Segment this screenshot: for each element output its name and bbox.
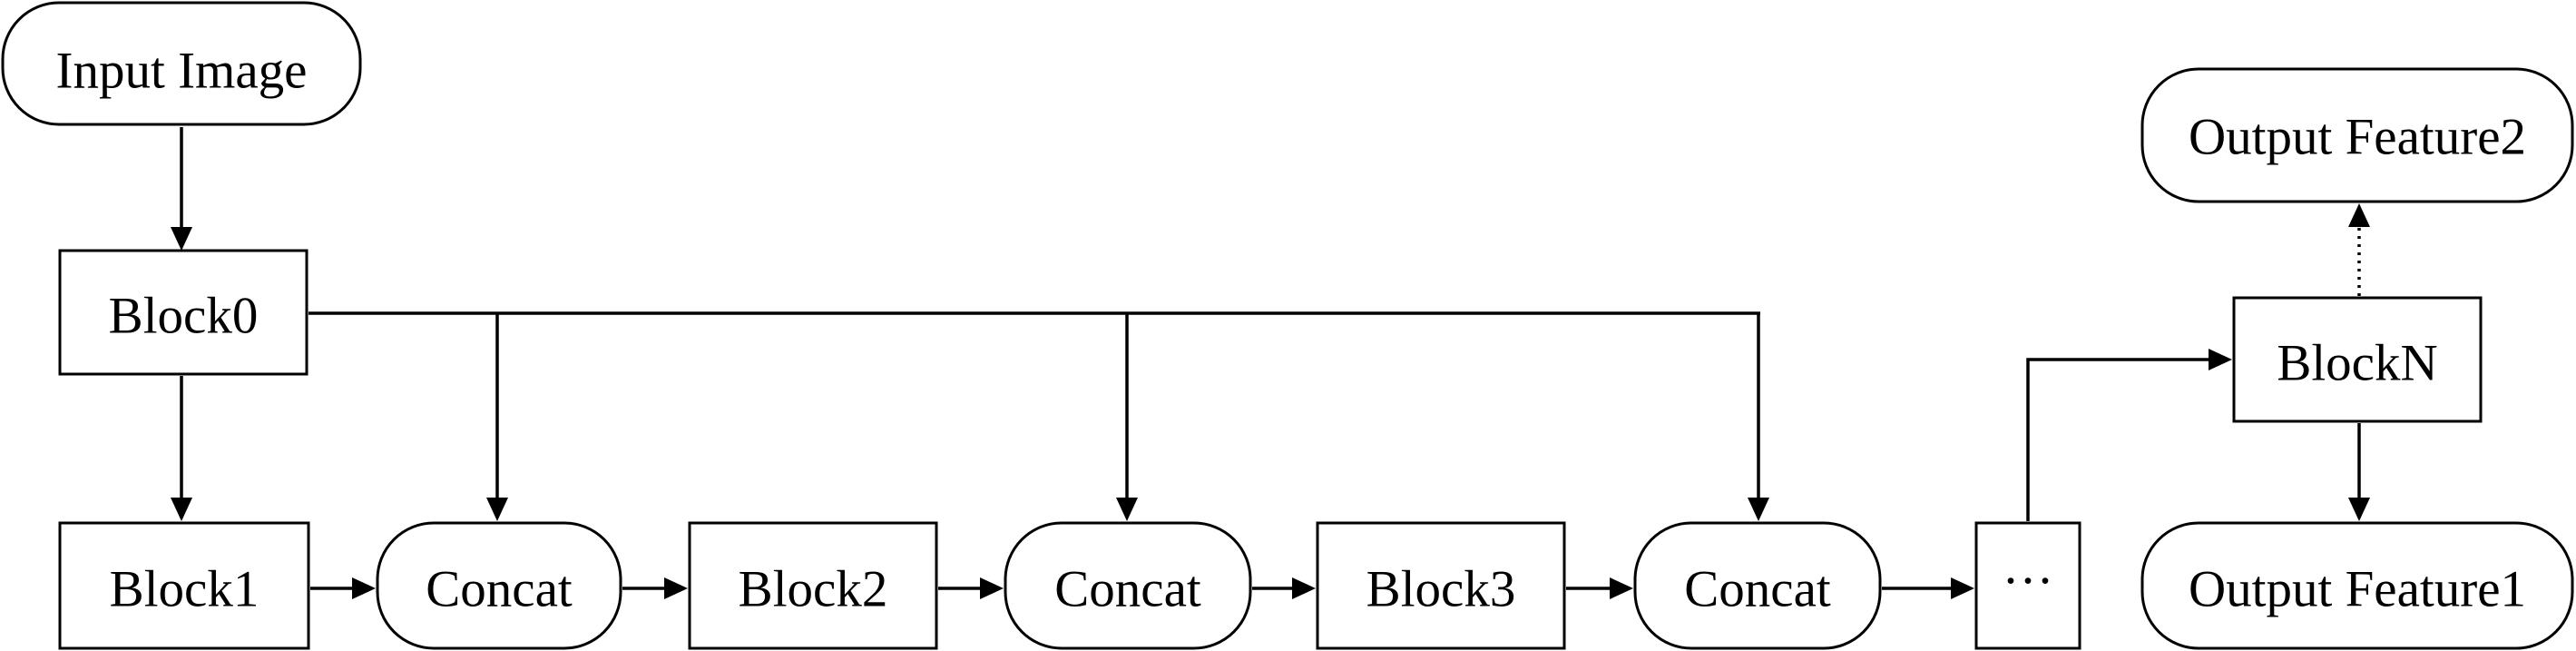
arrowhead-icon <box>1292 577 1316 599</box>
node-output-feature-2: Output Feature2 <box>2140 67 2574 203</box>
node-label-concat-3: Concat <box>1684 561 1831 618</box>
arrowhead-icon <box>1951 577 1974 599</box>
arrowhead-icon <box>1116 498 1138 521</box>
arrowhead-icon <box>171 227 192 251</box>
node-label-block2: Block2 <box>739 561 888 618</box>
node-label-input-image: Input Image <box>56 43 308 100</box>
node-concat-2: Concat <box>1004 521 1252 650</box>
arrowhead-icon <box>1610 577 1633 599</box>
edges <box>171 127 2370 599</box>
node-label-concat-2: Concat <box>1054 561 1201 618</box>
node-output-feature-1: Output Feature1 <box>2140 521 2574 650</box>
node-label-block1: Block1 <box>110 561 260 618</box>
node-block0: Block0 <box>58 249 309 376</box>
node-label-concat-1: Concat <box>426 561 573 618</box>
node-concat-3: Concat <box>1633 521 1882 650</box>
edge-ellipsis-to-blockN <box>2026 358 2212 521</box>
node-concat-1: Concat <box>376 521 622 650</box>
arrowhead-icon <box>352 577 376 599</box>
node-block3: Block3 <box>1316 521 1566 650</box>
node-label-ellipsis: ··· <box>2003 553 2054 610</box>
arrowhead-icon <box>2209 349 2232 370</box>
node-block1: Block1 <box>58 521 310 650</box>
node-label-output-feature-1: Output Feature1 <box>2189 561 2526 618</box>
node-label-blockN: BlockN <box>2277 335 2437 392</box>
arrowhead-icon <box>980 577 1004 599</box>
arrowhead-icon <box>171 498 192 521</box>
node-label-output-feature-2: Output Feature2 <box>2189 109 2526 166</box>
node-input-image: Input Image <box>1 1 362 126</box>
arrowhead-icon <box>2348 203 2370 227</box>
arrowhead-icon <box>486 498 508 521</box>
arrowhead-icon <box>2348 498 2370 521</box>
node-block2: Block2 <box>688 521 938 650</box>
node-label-block0: Block0 <box>109 288 259 345</box>
node-blockN: BlockN <box>2232 296 2483 423</box>
node-ellipsis: ··· <box>1974 521 2081 650</box>
node-label-block3: Block3 <box>1366 561 1516 618</box>
arrowhead-icon <box>664 577 688 599</box>
arrowhead-icon <box>1748 498 1769 521</box>
